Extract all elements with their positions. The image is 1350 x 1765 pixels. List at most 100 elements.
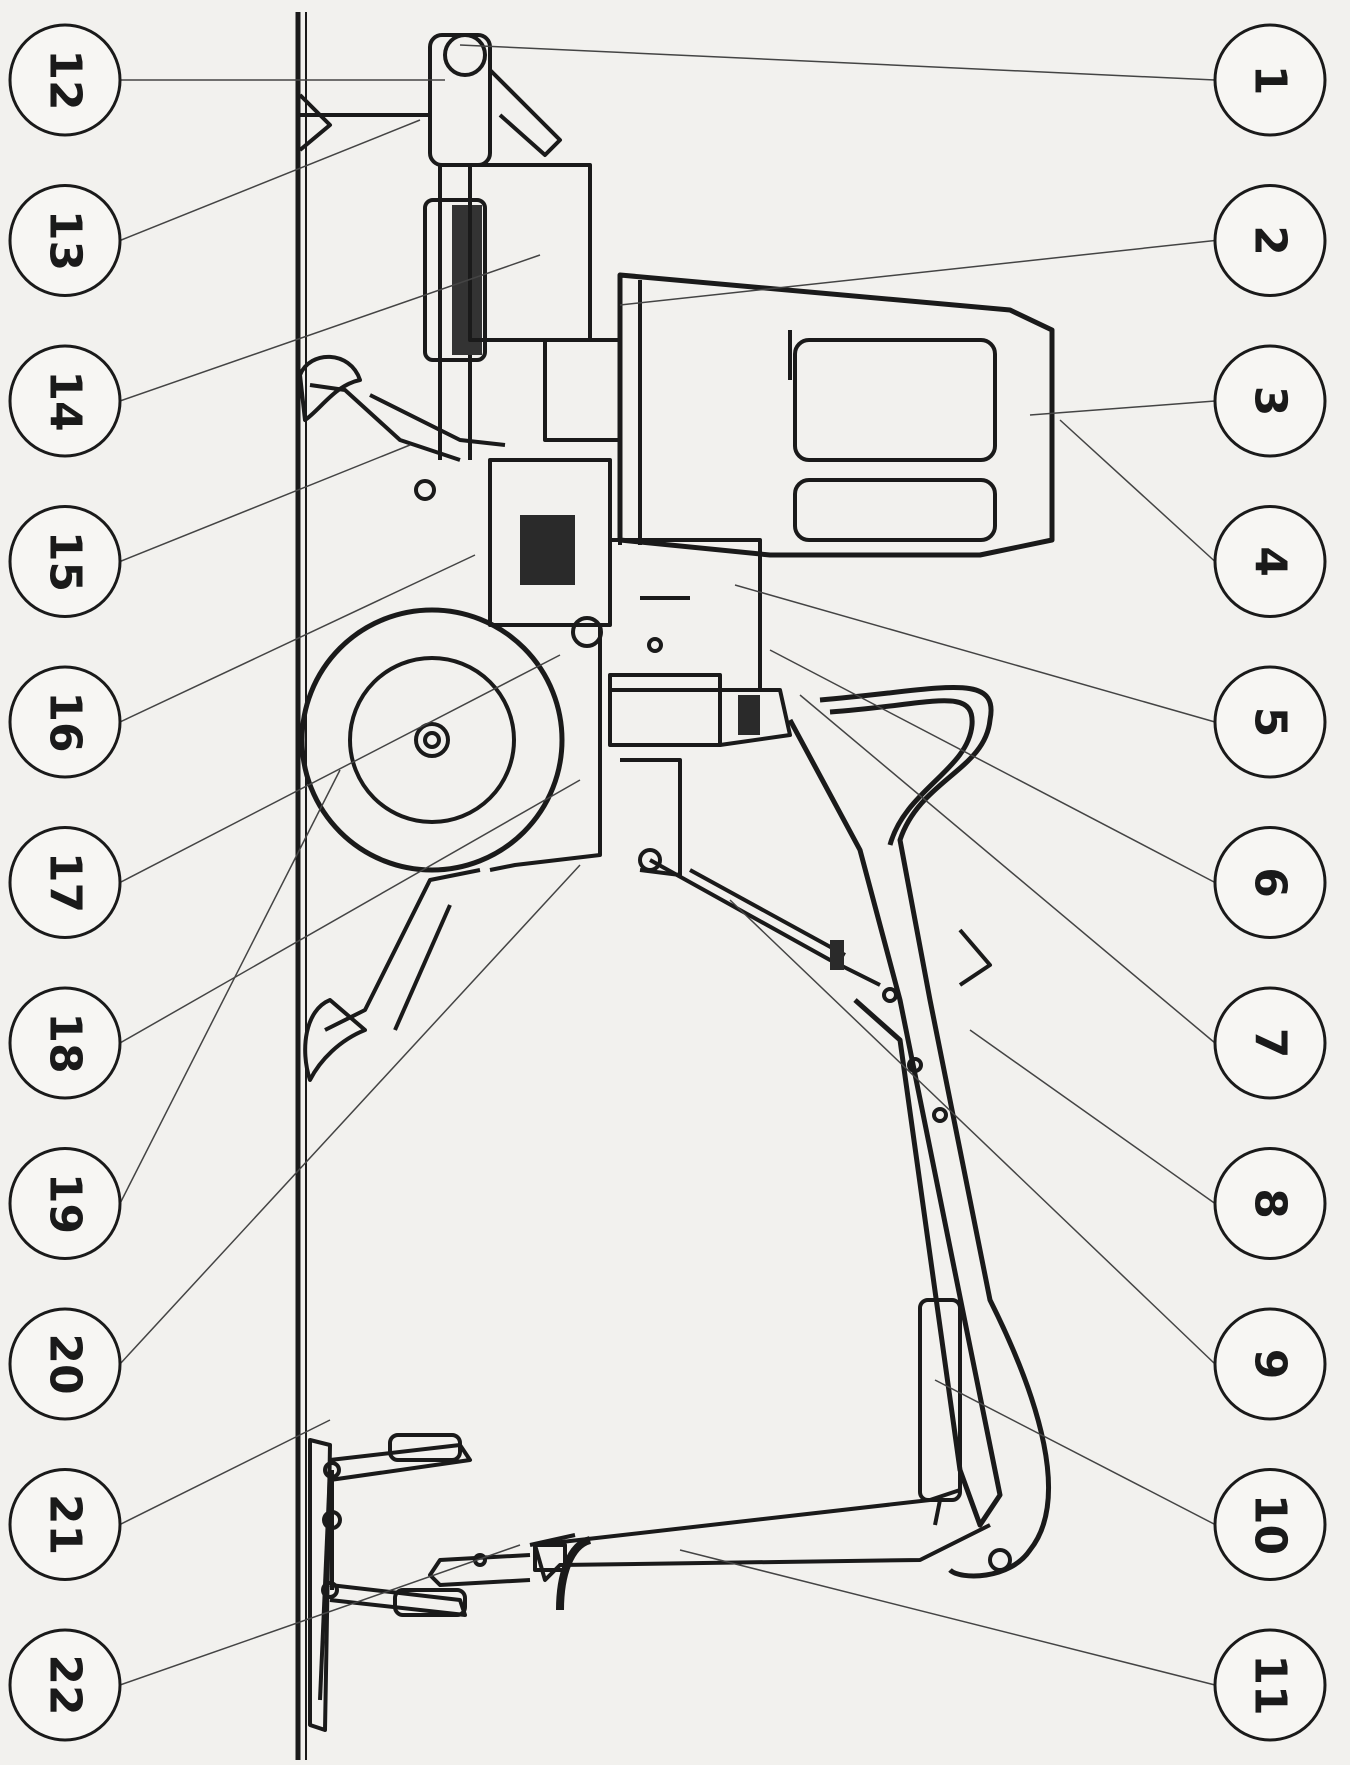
callout-14: 14 <box>8 344 122 458</box>
callout-4: 4 <box>1213 505 1327 618</box>
ground-line <box>295 12 307 1760</box>
machine-drawing <box>298 33 1055 1732</box>
hydraulic-hoses <box>819 685 1051 1579</box>
callout-number: 17 <box>40 852 91 913</box>
callout-6: 6 <box>1213 826 1327 939</box>
callout-number: 12 <box>40 49 91 110</box>
callout-circle <box>1213 1307 1327 1421</box>
callout-16: 16 <box>8 665 122 779</box>
callout-circle <box>8 1147 122 1260</box>
leader-line-15 <box>119 444 411 563</box>
leader-line-1 <box>459 44 1216 81</box>
front-hitch <box>298 33 562 167</box>
leader-line-9 <box>729 899 1216 1365</box>
callout-number: 2 <box>1245 225 1296 256</box>
leader-line-8 <box>969 1029 1216 1205</box>
callout-number: 7 <box>1245 1028 1296 1059</box>
callout-circle <box>1213 23 1327 137</box>
engine-hood <box>468 163 592 342</box>
callout-number: 15 <box>40 531 91 592</box>
callout-8: 8 <box>1213 1147 1327 1260</box>
callout-number: 16 <box>40 691 91 752</box>
chassis-frame <box>423 163 592 460</box>
callout-number: 11 <box>1245 1654 1296 1715</box>
rear-wheel <box>299 607 565 873</box>
stabilizer-leg <box>303 868 481 1082</box>
callout-circle <box>8 184 122 297</box>
callout-circle <box>8 826 122 939</box>
callout-number: 4 <box>1245 546 1296 577</box>
callout-15: 15 <box>8 505 122 618</box>
callout-1: 1 <box>1213 23 1327 137</box>
callout-circle <box>8 505 122 618</box>
outrigger-stand <box>308 1433 472 1732</box>
leader-line-19 <box>119 769 341 1204</box>
callout-20: 20 <box>8 1307 122 1421</box>
callout-21: 21 <box>8 1468 122 1581</box>
leader-line-5 <box>734 584 1216 723</box>
callout-number: 21 <box>40 1494 91 1555</box>
leader-line-7 <box>799 694 1216 1044</box>
leader-line-13 <box>119 119 421 242</box>
callout-9: 9 <box>1213 1307 1327 1421</box>
callout-5: 5 <box>1213 665 1327 779</box>
bucket-cylinder <box>918 1298 962 1526</box>
callout-circle <box>1213 344 1327 458</box>
callout-number: 1 <box>1245 65 1296 96</box>
callout-2: 2 <box>1213 184 1327 297</box>
callouts-left-column: 12 13 14 15 16 17 18 19 20 21 22 <box>8 23 122 1742</box>
leader-line-6 <box>769 649 1216 884</box>
leader-line-18 <box>119 779 581 1044</box>
callout-circle <box>8 986 122 1100</box>
boom-base <box>608 673 792 877</box>
callout-circle <box>8 665 122 779</box>
callout-number: 18 <box>40 1012 91 1073</box>
callout-circle <box>8 1468 122 1581</box>
callout-number: 3 <box>1245 386 1296 417</box>
leader-line-21 <box>119 1419 331 1526</box>
callout-number: 22 <box>40 1654 91 1715</box>
callout-circle <box>8 23 122 137</box>
leader-line-16 <box>119 554 476 723</box>
callout-circle <box>1213 986 1327 1100</box>
callout-circle <box>1213 1468 1327 1581</box>
rear-body <box>488 458 762 692</box>
callout-circle <box>1213 1147 1327 1260</box>
dipper-stick <box>529 1488 991 1582</box>
leader-line-22 <box>119 1544 521 1686</box>
leader-line-17 <box>119 654 561 884</box>
callout-19: 19 <box>8 1147 122 1260</box>
callout-circle <box>8 344 122 458</box>
front-stabilizer <box>298 354 506 501</box>
leader-line-20 <box>119 864 581 1365</box>
dipper-cylinder <box>649 858 881 987</box>
leader-line-2 <box>619 239 1216 306</box>
cab <box>543 272 1055 558</box>
callout-12: 12 <box>8 23 122 137</box>
callout-number: 19 <box>40 1173 91 1234</box>
callout-number: 5 <box>1245 707 1296 738</box>
callout-3: 3 <box>1213 344 1327 458</box>
callout-circle <box>8 1628 122 1742</box>
callout-number: 20 <box>40 1333 91 1394</box>
callout-22: 22 <box>8 1628 122 1742</box>
callout-7: 7 <box>1213 986 1327 1100</box>
leader-line-11 <box>679 1549 1216 1686</box>
callout-circle <box>1213 1628 1327 1742</box>
callout-number: 8 <box>1245 1188 1296 1219</box>
callout-13: 13 <box>8 184 122 297</box>
boom-arm <box>787 718 1012 1572</box>
leader-line-14 <box>119 254 541 402</box>
callout-circle <box>1213 826 1327 939</box>
leader-lines <box>119 44 1216 1686</box>
callout-10: 10 <box>1213 1468 1327 1581</box>
callout-number: 14 <box>40 370 91 431</box>
callouts-right-column: 1 2 3 4 5 6 7 8 9 10 11 <box>1213 23 1327 1742</box>
callout-circle <box>1213 665 1327 779</box>
callout-number: 6 <box>1245 867 1296 898</box>
callout-number: 13 <box>40 210 91 271</box>
callout-number: 10 <box>1245 1494 1296 1555</box>
fender <box>489 623 602 872</box>
